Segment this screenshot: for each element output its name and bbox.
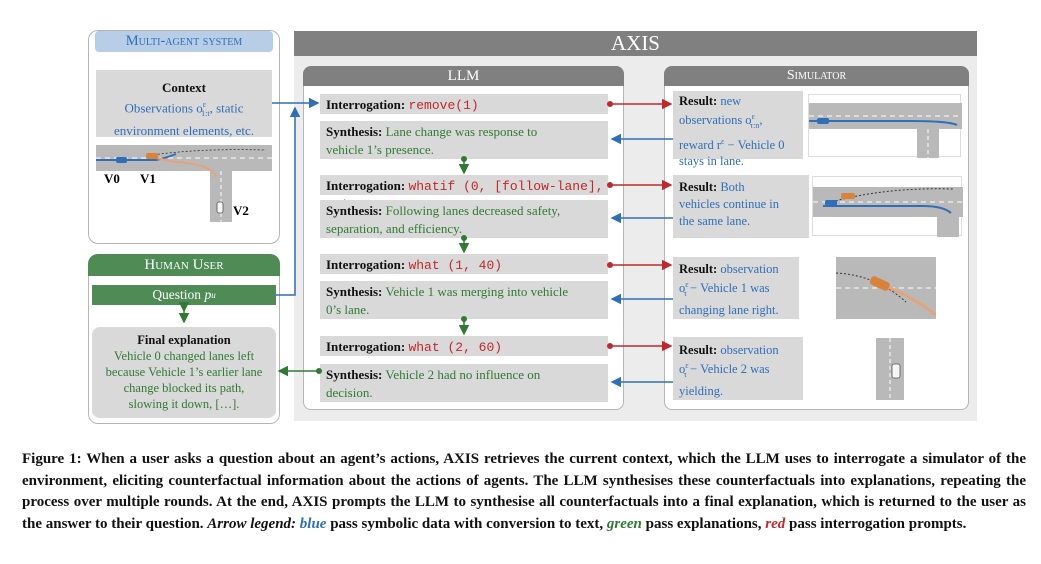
simulator-header-label: Simulator	[786, 68, 847, 83]
caption-legend-label: Arrow legend:	[207, 515, 297, 532]
sim-image-1-svg	[809, 103, 962, 158]
context-box: Context Observations oε1:t, static envir…	[96, 70, 272, 138]
interrogation-box-3: Interrogation: what (1, 40)	[320, 254, 608, 274]
sim-image-1	[808, 94, 962, 158]
v0-label: V0	[104, 171, 120, 186]
llm-header: LLM	[303, 66, 624, 86]
axis-title: AXIS	[610, 31, 660, 55]
sim-image-4	[866, 338, 914, 400]
result-box-4: Result: observation oετ − Vehicle 2 was …	[673, 337, 803, 400]
axis-header: AXIS	[294, 31, 977, 56]
sim-image-2	[812, 176, 963, 237]
llm-panel	[303, 66, 624, 410]
synthesis-box-3: Synthesis: Vehicle 1 was merging into ve…	[320, 281, 608, 319]
interrogation-code-1: remove	[408, 98, 456, 113]
v2-label: V2	[233, 203, 249, 218]
sim-image-2-svg	[813, 187, 963, 237]
interrogation-code-3: what	[408, 258, 440, 273]
sim-image-3	[835, 257, 937, 319]
simulator-header: Simulator	[664, 66, 969, 86]
sim-image-3-svg	[835, 257, 937, 319]
mas-header: Multi-agent system	[95, 31, 273, 52]
sim-image-4-svg	[876, 338, 904, 400]
caption-main: Figure 1: When a user asks a question ab…	[22, 451, 1026, 532]
result-box-1: Result: new observations oετ:n, reward r…	[673, 91, 803, 168]
context-title: Context	[161, 80, 207, 95]
final-explanation-box: Final explanation Vehicle 0 changed lane…	[92, 327, 276, 418]
synthesis-box-4: Synthesis: Vehicle 2 had no influence on…	[320, 364, 608, 402]
figure-caption: Figure 1: When a user asks a question ab…	[22, 451, 1026, 532]
interrogation-code-2: whatif	[408, 179, 456, 194]
final-explanation-title: Final explanation	[137, 333, 231, 347]
result-box-2: Result: Both vehicles continue in the sa…	[673, 175, 809, 238]
result-box-3: Result: observation oετ − Vehicle 1 was …	[673, 257, 799, 319]
mas-scene-svg	[96, 145, 272, 222]
interrogation-box-1: Interrogation: remove(1)	[320, 94, 608, 114]
interrogation-box-4: Interrogation: what (2, 60)	[320, 336, 608, 356]
user-header-label: Human User	[144, 256, 224, 273]
synthesis-box-2: Synthesis: Following lanes decreased saf…	[320, 200, 608, 238]
llm-header-label: LLM	[447, 67, 480, 84]
v1-label: V1	[140, 171, 156, 186]
user-header: Human User	[88, 254, 280, 276]
interrogation-code-4: what	[408, 340, 440, 355]
interrogation-box-2: Interrogation: whatif (0, [follow-lane],…	[320, 175, 608, 213]
mas-scene-image	[96, 142, 272, 222]
mas-header-label: Multi-agent system	[125, 33, 243, 49]
synthesis-box-1: Synthesis: Lane change was response to v…	[320, 121, 608, 159]
